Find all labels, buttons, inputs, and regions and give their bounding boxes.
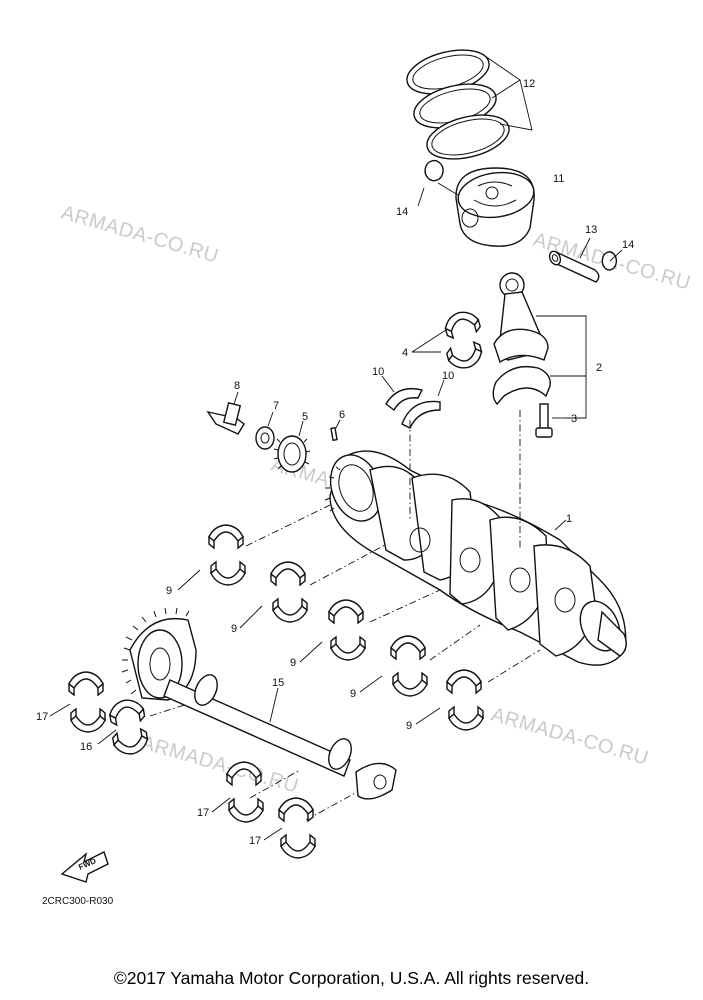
main-bearings (177, 525, 483, 730)
balancer-bearings (49, 672, 315, 858)
callout-15: 15 (272, 677, 284, 689)
rod-bearings (411, 307, 486, 373)
callout-10b: 10 (442, 370, 454, 382)
callout-4: 4 (402, 347, 408, 359)
connecting-rod (492, 272, 587, 419)
thrust-bearings (381, 375, 445, 429)
watermark-4: ARMADA-CO.RU (489, 704, 651, 770)
callout-5: 5 (302, 411, 308, 423)
small-parts (206, 391, 341, 473)
callout-7: 7 (273, 400, 279, 412)
copyright-notice: ©2017 Yamaha Motor Corporation, U.S.A. A… (113, 968, 590, 988)
callout-14a: 14 (396, 206, 408, 218)
callout-9b: 9 (231, 623, 237, 635)
callout-17c: 17 (249, 835, 261, 847)
fwd-arrow-icon: FWD (60, 851, 109, 883)
callout-12: 12 (523, 78, 535, 90)
piston-pin (548, 237, 600, 283)
callout-9d: 9 (350, 688, 356, 700)
callout-6: 6 (339, 409, 345, 421)
callout-1: 1 (566, 513, 572, 525)
rod-bolt (535, 403, 566, 438)
callout-17a: 17 (36, 711, 48, 723)
callout-9a: 9 (166, 585, 172, 597)
callout-9e: 9 (406, 720, 412, 732)
callout-8: 8 (234, 380, 240, 392)
diagram-code: 2CRC300-R030 (42, 896, 114, 907)
callout-2: 2 (596, 362, 602, 374)
callout-13: 13 (585, 224, 597, 236)
piston-rings (406, 49, 533, 160)
balancer-shaft (121, 607, 397, 800)
piston (455, 167, 535, 247)
callout-3: 3 (571, 413, 577, 425)
callout-16: 16 (80, 741, 92, 753)
callout-14b: 14 (622, 239, 634, 251)
callout-9c: 9 (290, 657, 296, 669)
crankshaft (324, 450, 627, 666)
callout-labels: 1 2 3 4 5 6 7 8 9 9 9 9 9 10 10 11 12 13… (36, 78, 634, 847)
callout-10a: 10 (372, 366, 384, 378)
callout-17b: 17 (197, 807, 209, 819)
callout-11: 11 (553, 173, 564, 185)
piston-clips (417, 159, 623, 271)
watermark-1: ARMADA-CO.RU (59, 202, 221, 268)
